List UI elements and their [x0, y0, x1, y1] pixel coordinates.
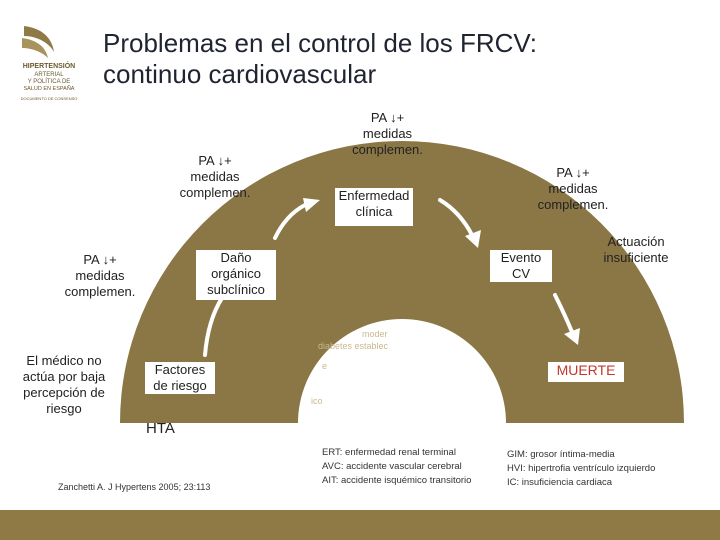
box-enfermedad-clinica: Enfermedad clínica — [335, 188, 413, 226]
box-dano-line-3: subclínico — [207, 282, 265, 297]
logo-text-3: Y POLÍTICA DE — [28, 78, 71, 85]
box-enfermedad-line-2: clínica — [355, 204, 393, 219]
logo-text-1: HIPERTENSIÓN — [23, 61, 76, 70]
title-line-2: continuo cardiovascular — [103, 59, 377, 89]
logo-emblem: HIPERTENSIÓN ARTERIAL Y POLÍTICA DE SALU… — [21, 26, 78, 101]
abbr-hvi: HVI: hipertrofia ventrículo izquierdo — [507, 463, 656, 474]
pa-label-right: PA ↓+ medidas complemen. — [523, 165, 623, 213]
pa-mid-line-3: complemen. — [179, 185, 251, 200]
actuacion-line-2: insuficiente — [603, 250, 669, 265]
hidden-text-1: moder — [362, 329, 388, 339]
abbreviations-left: ERT: enfermedad renal terminal AVC: acci… — [322, 446, 471, 488]
arc-band — [120, 141, 684, 423]
medico-note: El médico no actúa por baja percepción d… — [8, 353, 120, 417]
abbr-avc: AVC: accidente vascular cerebral — [322, 461, 462, 472]
abbr-ert: ERT: enfermedad renal terminal — [322, 447, 456, 458]
hidden-text-4: ico — [311, 396, 323, 406]
box-evento-line-1: Evento — [500, 250, 542, 265]
hidden-text-2: diabetes establec — [318, 341, 389, 351]
pa-label-top: PA ↓+ medidas complemen. — [340, 110, 435, 158]
abbr-gim: GIM: grosor íntima-media — [507, 449, 615, 460]
box-factores-line-2: de riesgo — [153, 378, 207, 393]
abbreviations-right: GIM: grosor íntima-media HVI: hipertrofi… — [507, 448, 655, 490]
arrow-4 — [553, 293, 574, 334]
pa-mid-line-2: medidas — [190, 169, 240, 184]
pa-top-line-3: complemen. — [352, 142, 423, 157]
logo-text-4: SALUD EN ESPAÑA — [24, 85, 75, 92]
abbr-ait: AIT: accidente isquémico transitorio — [322, 475, 472, 486]
reference-citation: Zanchetti A. J Hypertens 2005; 23:113 — [58, 482, 211, 492]
pa-left-line-3: complemen. — [64, 284, 136, 299]
arrowhead-4 — [564, 328, 580, 345]
pa-top-line-1: PA ↓+ — [370, 110, 405, 125]
abbr-ic: IC: insuficiencia cardiaca — [507, 477, 613, 488]
box-dano-line-2: orgánico — [211, 266, 261, 281]
arrow-1 — [203, 296, 224, 357]
pa-label-left: PA ↓+ medidas complemen. — [50, 252, 150, 300]
bottom-bar — [0, 510, 720, 540]
box-factores-line-1: Factores — [154, 362, 206, 377]
pa-right-line-1: PA ↓+ — [556, 165, 590, 180]
title-line-1: Problemas en el control de los FRCV: — [103, 28, 538, 58]
logo-text-2: ARTERIAL — [34, 72, 64, 78]
pa-right-line-3: complemen. — [537, 197, 609, 212]
pa-left-line-2: medidas — [75, 268, 125, 283]
page-title: Problemas en el control de los FRCV: con… — [103, 28, 663, 90]
pa-mid-line-1: PA ↓+ — [198, 153, 232, 168]
arrowhead-2 — [303, 198, 320, 212]
box-enfermedad-line-1: Enfermedad — [338, 188, 410, 203]
box-evento-line-2: CV — [511, 266, 531, 281]
pa-label-mid: PA ↓+ medidas complemen. — [165, 153, 265, 201]
medico-line-2: actúa por baja — [22, 369, 106, 384]
box-evento-cv: Evento CV — [490, 250, 552, 282]
medico-line-3: percepción de — [23, 385, 105, 400]
arrowhead-3 — [465, 230, 481, 248]
pa-right-line-2: medidas — [548, 181, 598, 196]
logo-text-5: DOCUMENTO DE CONSENSO — [21, 96, 78, 101]
box-dano-organico: Daño orgánico subclínico — [196, 250, 276, 300]
box-muerte: MUERTE — [548, 362, 624, 382]
hidden-text-3: e — [322, 361, 327, 371]
actuacion-line-1: Actuación — [607, 234, 665, 249]
box-dano-line-1: Daño — [220, 250, 252, 265]
box-factores-riesgo: Factores de riesgo — [145, 362, 215, 394]
arrow-2 — [273, 203, 307, 240]
pa-top-line-2: medidas — [362, 126, 413, 141]
hta-label: HTA — [146, 420, 175, 437]
medico-line-4: riesgo — [46, 401, 82, 416]
actuacion-insuficiente: Actuación insuficiente — [588, 234, 684, 266]
pa-left-line-1: PA ↓+ — [83, 252, 117, 267]
logo: HIPERTENSIÓN ARTERIAL Y POLÍTICA DE SALU… — [14, 22, 84, 107]
medico-line-1: El médico no — [26, 353, 102, 368]
arrow-3 — [438, 198, 474, 237]
